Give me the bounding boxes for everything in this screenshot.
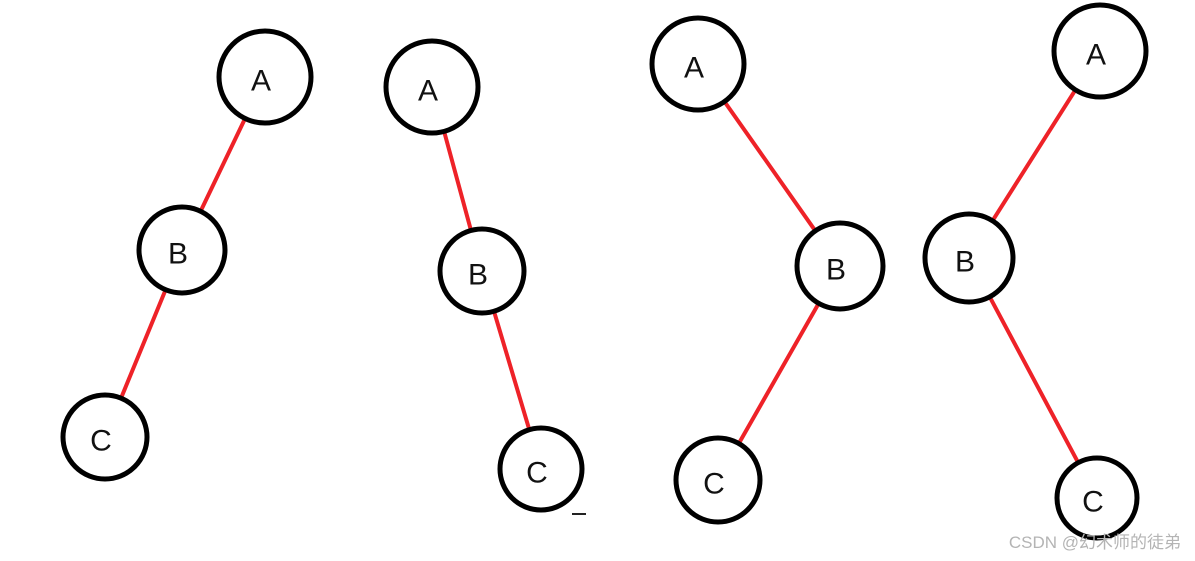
node-circle: [437, 226, 527, 316]
node-label: C: [90, 425, 112, 458]
node-label: B: [468, 259, 488, 292]
tree-node-a: A: [649, 15, 747, 113]
tree-node-b: B: [437, 226, 527, 316]
edge-b-c: [987, 294, 1081, 465]
node-circle: [649, 15, 747, 113]
node-circle: [794, 220, 886, 312]
edge-a-b: [722, 99, 818, 233]
node-label: B: [168, 238, 188, 271]
tree-node-b: B: [794, 220, 886, 312]
tree-node-c: C: [673, 435, 763, 525]
tree-node-a: A: [1051, 2, 1149, 100]
tree-node-a: A: [383, 38, 481, 136]
csdn-watermark: CSDN @幻术师的徒弟: [1008, 533, 1181, 552]
tree-node-b: B: [136, 204, 228, 296]
node-label: A: [251, 65, 271, 98]
node-circle: [1054, 455, 1140, 541]
edge-a-b: [442, 129, 473, 233]
tree-node-b: B: [922, 211, 1016, 305]
node-circle: [216, 28, 314, 126]
node-label: C: [1082, 486, 1104, 519]
node-circle: [60, 392, 150, 482]
nodes-layer: A B C A B C A B C A B C: [60, 2, 1149, 541]
stray-dash-mark: [572, 513, 586, 515]
node-label: C: [703, 468, 725, 501]
edge-b-c: [119, 287, 168, 401]
node-label: A: [1086, 39, 1106, 72]
edges-layer: [119, 87, 1081, 465]
node-label: B: [955, 246, 975, 279]
node-label: C: [526, 457, 548, 490]
tree-3: A B C: [649, 15, 886, 525]
node-circle: [922, 211, 1016, 305]
node-circle: [383, 38, 481, 136]
node-circle: [1051, 2, 1149, 100]
tree-4: A B C: [922, 2, 1149, 541]
tree-1: A B C: [60, 28, 314, 482]
node-circle: [673, 435, 763, 525]
edge-a-b: [990, 87, 1078, 223]
node-label: B: [826, 254, 846, 287]
edge-a-b: [198, 116, 248, 214]
edge-b-c: [492, 309, 532, 432]
node-label: A: [684, 52, 704, 85]
tree-node-c: C: [1054, 455, 1140, 541]
edge-b-c: [736, 301, 821, 446]
tree-node-a: A: [216, 28, 314, 126]
tree-node-c: C: [497, 425, 585, 513]
node-circle: [136, 204, 228, 296]
node-label: A: [418, 75, 438, 108]
tree-node-c: C: [60, 392, 150, 482]
tree-2: A B C: [383, 38, 585, 513]
node-circle: [497, 425, 585, 513]
